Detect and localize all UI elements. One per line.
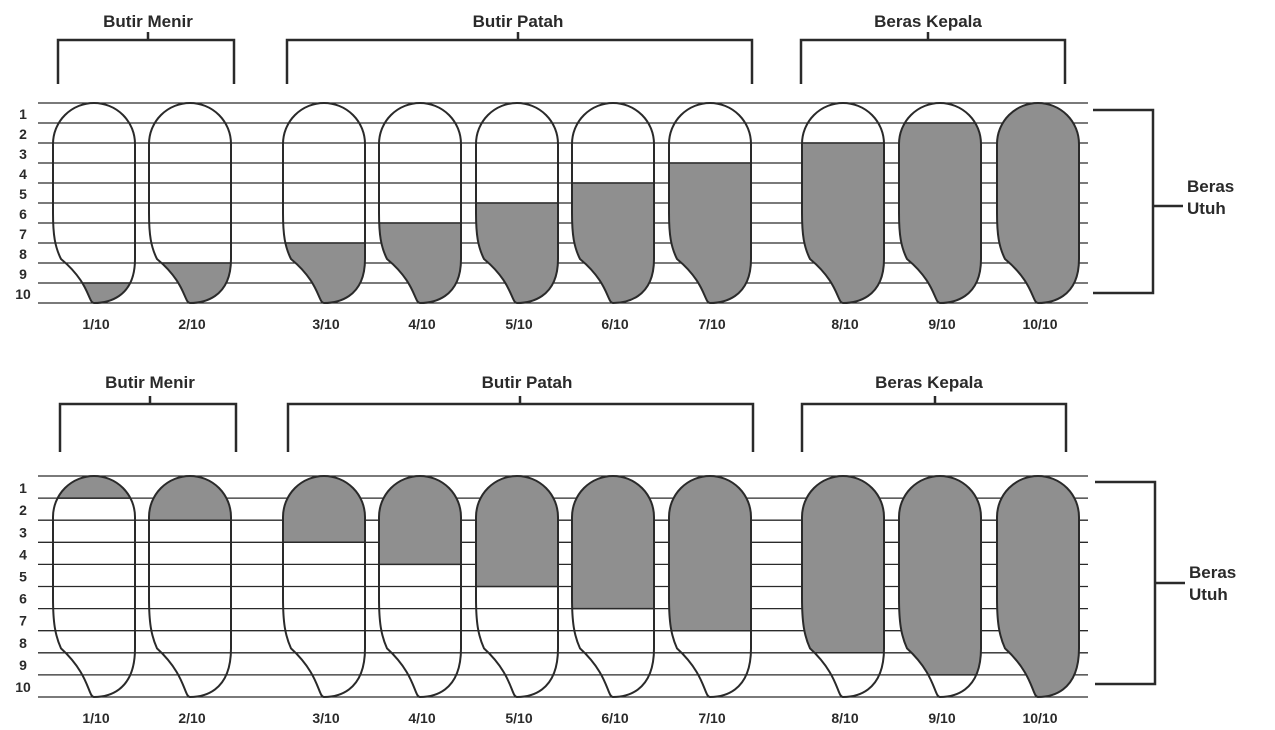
fraction-label: 6/10 (601, 316, 628, 332)
grain-fill (667, 476, 753, 631)
group-bracket (60, 396, 236, 452)
group-bracket (288, 396, 753, 452)
grain-fill (570, 183, 656, 303)
grain-fill (474, 203, 560, 303)
row-number: 3 (19, 524, 27, 540)
whole-rice-bracket (1095, 482, 1185, 684)
panel-bottom: Butir Menir Butir Patah Beras Kepala 1 2 3… (15, 373, 1236, 726)
fraction-label: 4/10 (408, 710, 435, 726)
row-number: 4 (19, 546, 27, 562)
group-brackets (58, 32, 1065, 84)
row-number: 10 (15, 679, 31, 695)
fraction-label: 3/10 (312, 710, 339, 726)
group-label-beras-kepala: Beras Kepala (874, 12, 982, 31)
fraction-labels: 1/10 2/10 3/10 4/10 5/10 6/10 7/10 8/10 9/10 10/1… (82, 316, 1057, 332)
row-number: 9 (19, 266, 27, 282)
row-number: 5 (19, 186, 27, 202)
row-number: 7 (19, 226, 27, 242)
group-label-butir-menir: Butir Menir (105, 373, 195, 392)
panel-top: Butir Menir Butir Patah Beras Kepala 1 2 3… (15, 12, 1234, 332)
grain-fill (800, 476, 886, 653)
fraction-label: 8/10 (831, 710, 858, 726)
group-label-beras-kepala: Beras Kepala (875, 373, 983, 392)
grain-fill (897, 123, 983, 303)
group-label-butir-menir: Butir Menir (103, 12, 193, 31)
grain-fill (800, 143, 886, 303)
row-number: 2 (19, 502, 27, 518)
group-bracket (801, 32, 1065, 84)
grain-fill (995, 103, 1081, 303)
group-brackets (60, 396, 1066, 452)
grain-fill (51, 476, 137, 498)
fraction-labels: 1/10 2/10 3/10 4/10 5/10 6/10 7/10 8/10 9/10 10/1… (82, 710, 1057, 726)
group-bracket (58, 32, 234, 84)
side-bracket (1093, 110, 1183, 293)
row-number: 10 (15, 286, 31, 302)
fraction-label: 2/10 (178, 710, 205, 726)
fraction-label: 1/10 (82, 710, 109, 726)
side-label-beras: Beras (1187, 177, 1234, 196)
fraction-label: 3/10 (312, 316, 339, 332)
side-label-beras: Beras (1189, 563, 1236, 582)
row-number: 3 (19, 146, 27, 162)
row-number: 5 (19, 568, 27, 584)
group-bracket (802, 396, 1066, 452)
fraction-label: 10/10 (1022, 316, 1057, 332)
grain-fill (995, 476, 1081, 697)
row-number: 8 (19, 635, 27, 651)
row-number: 2 (19, 126, 27, 142)
fraction-label: 9/10 (928, 710, 955, 726)
row-number: 1 (19, 106, 27, 122)
group-bracket (287, 32, 752, 84)
grain-fill (147, 476, 233, 520)
whole-rice-bracket (1093, 110, 1183, 293)
side-label-utuh: Utuh (1189, 585, 1228, 604)
group-label-butir-patah: Butir Patah (482, 373, 573, 392)
fraction-label: 9/10 (928, 316, 955, 332)
row-number: 7 (19, 613, 27, 629)
fraction-label: 4/10 (408, 316, 435, 332)
side-bracket (1095, 482, 1185, 684)
grain-fill (281, 243, 367, 303)
group-label-butir-patah: Butir Patah (473, 12, 564, 31)
grain-fill (570, 476, 656, 609)
fraction-label: 7/10 (698, 316, 725, 332)
grain-fill (474, 476, 560, 587)
row-numbers: 1 2 3 4 5 6 7 8 9 10 (15, 106, 31, 302)
fraction-label: 10/10 (1022, 710, 1057, 726)
fraction-label: 5/10 (505, 710, 532, 726)
row-number: 6 (19, 206, 27, 222)
fraction-label: 7/10 (698, 710, 725, 726)
row-number: 1 (19, 480, 27, 496)
fraction-label: 6/10 (601, 710, 628, 726)
grain-fill (667, 163, 753, 303)
row-number: 9 (19, 657, 27, 673)
row-number: 6 (19, 591, 27, 607)
grain-fill (281, 476, 367, 542)
row-number: 4 (19, 166, 27, 182)
grain-fill (897, 476, 983, 675)
row-number: 8 (19, 246, 27, 262)
fraction-label: 2/10 (178, 316, 205, 332)
fraction-label: 5/10 (505, 316, 532, 332)
fraction-label: 1/10 (82, 316, 109, 332)
row-numbers: 1 2 3 4 5 6 7 8 9 10 (15, 480, 31, 695)
side-label-utuh: Utuh (1187, 199, 1226, 218)
fraction-label: 8/10 (831, 316, 858, 332)
